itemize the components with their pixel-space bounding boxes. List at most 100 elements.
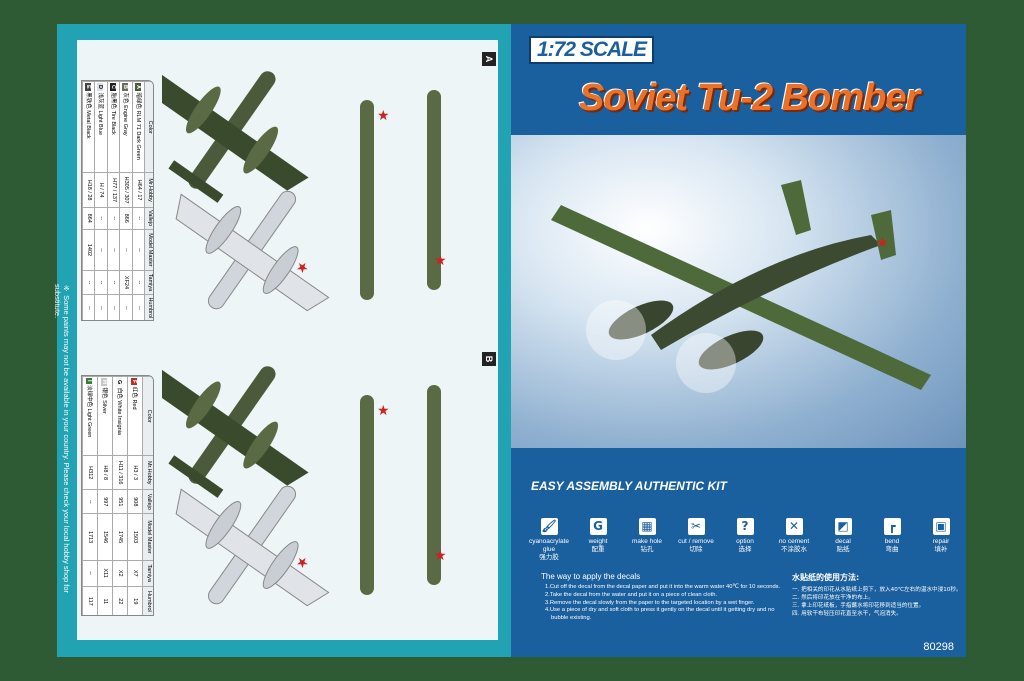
paint-code-humbrol: 11 (97, 586, 113, 615)
decal-instructions-en: The way to apply the decals 1.Cut off th… (541, 572, 791, 623)
paint-name-cn: 胎黑色 (109, 92, 116, 110)
decal-step-cn: 三. 拿上印花纸板，手指蘸水将印花移到适当的位置。 (792, 603, 925, 609)
paint-code-mrhobby: H77 / 137 (107, 172, 120, 208)
paint-name-en: Engine Gray (122, 105, 129, 136)
paint-code-vallejo: 866 (119, 207, 133, 230)
repair-icon: ▣ (932, 518, 950, 535)
paint-code-tamiya: -- (132, 270, 145, 295)
column-header: Model Master (142, 513, 153, 561)
top-view-camo-plane (162, 71, 309, 203)
paint-code-mrhobby: H11 / 316 (112, 455, 128, 490)
option-icon: ? (736, 518, 754, 535)
decal-step: 2.Take the decal from the water and put … (545, 591, 718, 598)
box-art-panel: 1:72 SCALE Soviet Tu-2 Bomber ★ EASY ASS… (511, 24, 966, 657)
symbol-label-cn: 切除 (689, 546, 703, 553)
scheme-b-illustrations: ★ ★★ (162, 366, 447, 607)
paint-code-mrhobby: H3 / 3 (127, 455, 143, 490)
box-art-photo: ★ (511, 135, 966, 448)
symbol-label: cyanoacrylate glue (528, 538, 570, 553)
paint-name-cn: 白色 (116, 387, 123, 399)
symbol-label: weight (588, 538, 608, 545)
decal-step: 4.Use a piece of dry and soft cloth to p… (545, 607, 775, 622)
scale-logo: 1:72 SCALE (529, 36, 655, 64)
paint-name-cn: 灰色 (122, 92, 129, 104)
paint-letter: B (122, 83, 129, 91)
svg-text:★: ★ (876, 234, 889, 250)
svg-text:★: ★ (434, 547, 447, 563)
product-code: 80298 (923, 641, 954, 653)
paint-code-mrhobby: H / 74 (95, 172, 108, 208)
symbol-label-cn: 贴纸 (836, 546, 850, 553)
paint-code-mm: 1745 (112, 513, 128, 561)
decal-instructions-title-cn: 水贴纸的使用方法: (792, 573, 860, 582)
paint-code-tamiya: -- (82, 270, 95, 295)
symbol-label: cut / remove (678, 538, 714, 545)
paint-code-tamiya: XF24 (119, 270, 133, 295)
paint-code-tamiya: X2 (112, 560, 128, 587)
symbol-label: no cement (778, 538, 810, 545)
paint-code-humbrol: -- (82, 294, 95, 320)
paint-code-mrhobby: H8 / 8 (97, 455, 113, 490)
side-view-planes: ★★ (360, 90, 447, 300)
decal-step: 1.Cut off the decal from the decal paper… (545, 584, 781, 590)
symbol-label: make hole (632, 538, 662, 545)
paint-name-en: Light Green (86, 408, 93, 438)
paint-code-mrhobby: H312 (82, 455, 98, 490)
paint-code-mm: -- (119, 229, 133, 271)
paint-code-mrhobby: H18 / 28 (82, 172, 95, 208)
paint-code-tamiya: -- (82, 560, 98, 587)
column-header: Model Master (144, 229, 153, 271)
paint-name-en: Silver (101, 400, 108, 414)
column-header: Humbrol (144, 294, 153, 320)
paint-name-en: RLM 71 Dark Green (134, 110, 141, 160)
paint-code-tamiya: -- (107, 270, 120, 295)
paint-code-vallejo: -- (82, 489, 98, 514)
paint-code-mrhobby: H64 / 17 (132, 172, 145, 208)
paint-name-cn: 黑铁色 (84, 92, 91, 109)
column-header: Tamiya (144, 270, 153, 295)
paint-code-vallejo: -- (132, 207, 145, 230)
column-header: Vallejo (142, 489, 153, 514)
paint-letter: F (131, 378, 138, 386)
symbol-label-cn: 配重 (591, 546, 605, 553)
paint-code-mrhobby: H305 / 307 (119, 172, 133, 208)
paint-availability-note: ※ Some paints may not be available in yo… (53, 284, 71, 594)
decal-instructions-title: The way to apply the decals (541, 572, 641, 581)
paint-code-humbrol: -- (95, 294, 108, 320)
svg-text:★: ★ (377, 402, 390, 418)
paint-code-vallejo: 951 (112, 489, 128, 514)
paint-name-cn: 红色 (131, 386, 138, 398)
bend-icon: ┏ (883, 518, 901, 535)
paint-code-humbrol: 19 (127, 586, 143, 615)
symbol-label-cn: 填补 (934, 546, 948, 553)
svg-text:★: ★ (377, 107, 390, 123)
symbol-label: repair (932, 538, 950, 545)
paint-letter: E (84, 83, 91, 91)
paint-name-en: Tire Black (109, 110, 116, 135)
paint-name-cn: 暗绿色 (134, 92, 141, 110)
paint-code-mm: 1546 (97, 513, 113, 561)
paint-code-vallejo: 864 (82, 207, 95, 230)
paint-name-en: Metal Black (84, 110, 91, 139)
paint-name-en: White Insignia (116, 400, 123, 435)
paint-letter: A (134, 83, 141, 91)
tu2-bomber-illustration: ★ (551, 180, 931, 393)
paint-code-humbrol: 22 (112, 586, 128, 615)
column-header: Vallejo (144, 207, 153, 230)
symbol-label: option (736, 538, 754, 545)
paint-letter: H (101, 378, 108, 386)
paint-code-vallejo: -- (95, 207, 108, 230)
paint-code-tamiya: X11 (97, 560, 113, 587)
paint-code-humbrol: -- (107, 294, 120, 320)
symbol-label: bend (884, 538, 900, 545)
